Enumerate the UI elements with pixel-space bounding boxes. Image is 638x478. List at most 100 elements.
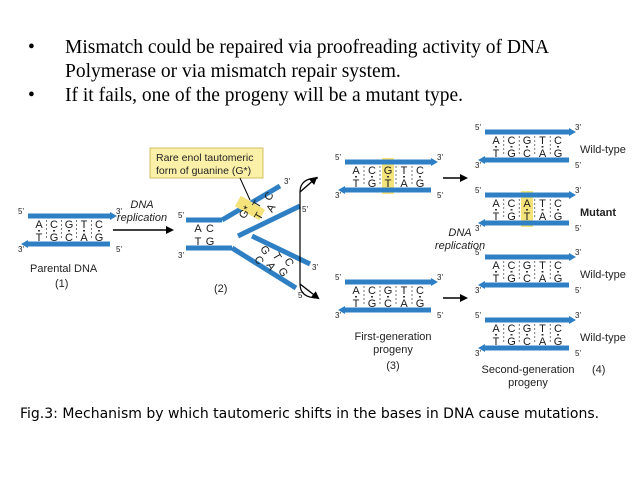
enol-label-box: [149, 147, 264, 179]
first-gen-upper-top-base: C: [368, 165, 376, 177]
second-gen-3-top-base: A: [492, 260, 500, 272]
fork-5prime-label: 5': [178, 211, 184, 220]
fork-top-base: C: [206, 223, 214, 235]
second-gen-1-top-base: A: [492, 135, 500, 147]
second-gen-1-top-base: C: [554, 135, 562, 147]
second-gen-1-bottom-5prime-label: 5': [575, 161, 581, 170]
second-gen-4-bottom-base: C: [523, 336, 531, 348]
parental-dna-bottom-base: A: [80, 232, 88, 244]
first-gen-lower-bottom-arrow: [338, 306, 345, 314]
fork-enol-highlight: [234, 195, 266, 221]
branch-brace: [299, 177, 319, 299]
second-gen-4-top-base: T: [539, 323, 546, 335]
second-gen-4-bottom-arrow: [478, 344, 485, 352]
step-4-label: (4): [592, 364, 605, 376]
first-gen-lower-top-base: C: [416, 285, 424, 297]
second-gen-4-bottom-5prime-label: 5': [575, 349, 581, 358]
figure-caption: Fig.3: Mechanism by which tautomeric shi…: [20, 406, 600, 422]
first-gen-lower-bottom-base: G: [416, 298, 425, 310]
second-gen-4-top-base: G: [523, 323, 532, 335]
second-gen-3-top-base: C: [508, 260, 516, 272]
second-gen-4-bottom-base: A: [539, 336, 547, 348]
fork-bottom-base: T: [195, 236, 202, 248]
fork-upper-new-strand: [236, 203, 302, 239]
parental-dna-top-base: C: [95, 219, 103, 231]
first-gen-upper-top-5prime-label: 5': [335, 153, 341, 162]
parental-dna-bottom-base: G: [50, 232, 59, 244]
fork-upper-3prime-label: 3': [284, 177, 290, 186]
fork-upper-base: G*: [237, 203, 254, 221]
second-gen-3-bottom-base: T: [493, 273, 500, 285]
first-gen-lower-top-3prime-label: 3': [437, 273, 443, 282]
second-gen-2-top-base: C: [554, 198, 562, 210]
second-gen-label-line-2: progeny: [508, 377, 548, 389]
second-gen-1-top-base: G: [523, 135, 532, 147]
second-gen-4-top-base: C: [508, 323, 516, 335]
first-gen-lower-top-base: C: [368, 285, 376, 297]
bullet-glyph: •: [28, 37, 35, 58]
dna-replication-label-1b: replication: [117, 212, 167, 224]
mutant-label: Mutant: [580, 207, 616, 219]
first-gen-lower-top-base: T: [401, 285, 408, 297]
first-gen-upper-bottom-5prime-label: 5': [437, 191, 443, 200]
second-gen-3-bottom-base: A: [539, 273, 547, 285]
parental-dna-bottom-5prime-label: 5': [116, 245, 122, 254]
second-gen-2-bottom-base: G: [554, 211, 563, 223]
second-gen-3-top-5prime-label: 5': [475, 248, 481, 257]
bullet-text-2: If it fails, one of the progeny will be …: [65, 85, 464, 106]
first-gen-upper-top-base: C: [416, 165, 424, 177]
second-gen-2-bottom-base: A: [539, 211, 547, 223]
first-gen-lower-bottom-base: C: [384, 298, 392, 310]
fork-3prime-label: 3': [178, 251, 184, 260]
second-gen-1-bottom-base: C: [523, 148, 531, 160]
second-gen-4-bottom-base: G: [507, 336, 516, 348]
second-gen-3-bottom-5prime-label: 5': [575, 286, 581, 295]
parental-dna-bottom-base: G: [95, 232, 104, 244]
enol-label-line-2: form of guanine (G*): [156, 165, 251, 177]
second-gen-1-bottom-base: T: [493, 148, 500, 160]
parental-dna-top-3prime-label: 3': [116, 207, 122, 216]
dna-replication-label-2b: replication: [435, 240, 485, 252]
first-gen-upper-bottom-arrow: [338, 186, 345, 194]
first-gen-upper-bottom-base: T: [353, 178, 360, 190]
first-gen-upper-bottom-base: T: [385, 178, 392, 190]
parental-dna-bottom-base: C: [65, 232, 73, 244]
first-gen-upper-bottom-base: A: [400, 178, 408, 190]
second-gen-4-bottom-3prime-label: 3': [475, 349, 481, 358]
second-gen-1-top-5prime-label: 5': [475, 123, 481, 132]
dna-replication-label-2: DNA: [448, 227, 471, 239]
dna-replication-label-1: DNA: [130, 199, 153, 211]
bullet-glyph: •: [28, 85, 35, 106]
second-gen-2-top-arrow: [569, 191, 576, 199]
bullet-item-1: •Mismatch could be repaired via proofrea…: [28, 36, 628, 84]
second-gen-1-bottom-base: A: [539, 148, 547, 160]
first-gen-lower-bottom-base: T: [353, 298, 360, 310]
first-gen-lower-bottom-3prime-label: 3': [335, 311, 341, 320]
first-gen-lower-bottom-base: A: [400, 298, 408, 310]
first-gen-upper-bottom-base: G: [416, 178, 425, 190]
second-gen-label-line-1: Second-generation: [482, 364, 575, 376]
first-gen-upper-top-base: G: [384, 165, 393, 177]
second-gen-4-top-arrow: [569, 316, 576, 324]
second-gen-4-top-3prime-label: 3': [575, 311, 581, 320]
second-gen-4-top-5prime-label: 5': [475, 311, 481, 320]
second-gen-3-bottom-arrow: [478, 281, 485, 289]
parental-dna-top-5prime-label: 5': [18, 207, 24, 216]
fork-lower-3prime-label: 3': [312, 263, 318, 272]
second-gen-3-top-base: T: [539, 260, 546, 272]
first-gen-lower-bottom-5prime-label: 5': [437, 311, 443, 320]
first-gen-upper-top-base: A: [352, 165, 360, 177]
second-gen-1-top-base: C: [508, 135, 516, 147]
second-gen-3-top-3prime-label: 3': [575, 248, 581, 257]
step-2-label: (2): [214, 283, 227, 295]
second-gen-1-top-3prime-label: 3': [575, 123, 581, 132]
second-gen-2-bottom-base: T: [524, 211, 531, 223]
second-gen-3-top-base: C: [554, 260, 562, 272]
parental-dna-top-base: C: [50, 219, 58, 231]
second-gen-2-top-base: A: [523, 198, 531, 210]
first-gen-upper-bottom-base: G: [368, 178, 377, 190]
second-gen-1-top-base: T: [539, 135, 546, 147]
fork-upper-5prime-label: 5': [302, 205, 308, 214]
